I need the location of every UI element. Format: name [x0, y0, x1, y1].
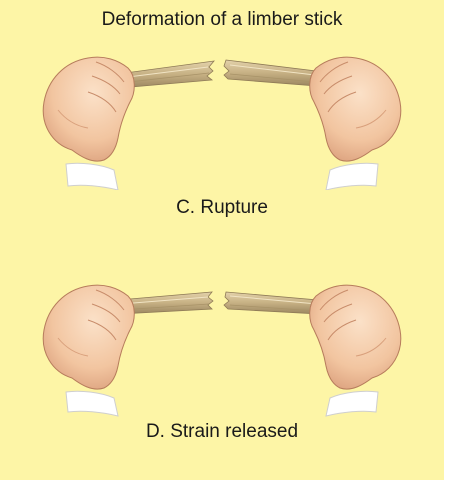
caption-rupture: C. Rupture: [0, 197, 444, 219]
strain-released-illustration: [0, 268, 444, 418]
figure-title: Deformation of a limber stick: [0, 9, 444, 31]
rupture-scene: [0, 40, 444, 190]
broken-stick-icon: [224, 60, 316, 86]
left-fist-icon: [43, 57, 134, 190]
caption-strain-released: D. Strain released: [0, 421, 444, 443]
left-fist-icon: [43, 285, 134, 416]
broken-stick-icon: [224, 292, 318, 314]
figure-panel: Deformation of a limber stick: [0, 0, 444, 480]
strain-released-scene: [0, 268, 444, 418]
right-fist-icon: [310, 57, 401, 190]
rupture-illustration: [0, 40, 444, 190]
right-fist-icon: [310, 285, 401, 416]
